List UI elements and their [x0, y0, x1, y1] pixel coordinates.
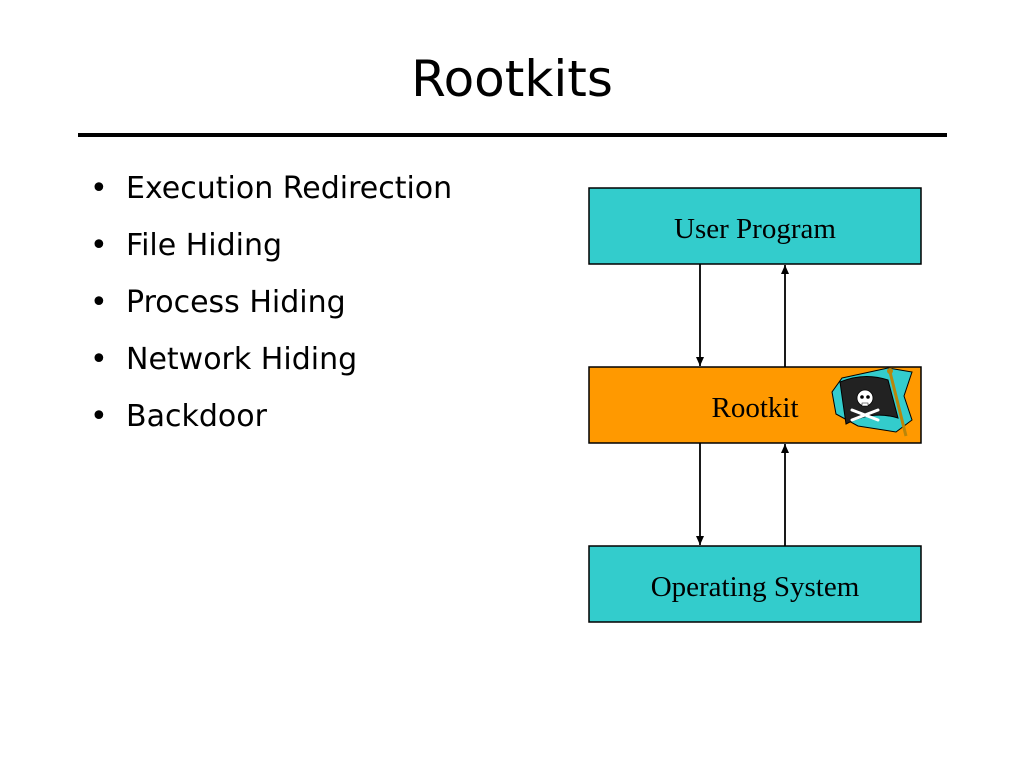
operating-system-box: Operating System — [588, 545, 922, 623]
bullet-dot-icon: • — [90, 399, 108, 434]
pirate-flag-icon — [831, 367, 913, 437]
user-program-box: User Program — [588, 187, 922, 265]
bullet-text: Network Hiding — [126, 342, 358, 377]
bullet-text: Process Hiding — [126, 285, 346, 320]
bullet-dot-icon: • — [90, 342, 108, 377]
bullet-dot-icon: • — [90, 171, 108, 206]
bullet-item-backdoor: • Backdoor — [90, 388, 452, 445]
slide-title: Rootkits — [411, 50, 613, 108]
bullet-list: • Execution Redirection • File Hiding • Pro… — [90, 160, 452, 445]
user-program-label: User Program — [674, 213, 836, 245]
operating-system-label: Operating System — [651, 571, 860, 603]
rootkit-label: Rootkit — [711, 392, 798, 424]
bullet-text: Execution Redirection — [126, 171, 453, 206]
bullet-dot-icon: • — [90, 285, 108, 320]
bullet-item-execution-redirection: • Execution Redirection — [90, 160, 452, 217]
bullet-text: File Hiding — [126, 228, 283, 263]
bullet-item-process-hiding: • Process Hiding — [90, 274, 452, 331]
bullet-item-file-hiding: • File Hiding — [90, 217, 452, 274]
bullet-dot-icon: • — [90, 228, 108, 263]
user-program-rect — [588, 187, 922, 265]
operating-system-rect — [588, 545, 922, 623]
bullet-item-network-hiding: • Network Hiding — [90, 331, 452, 388]
bullet-text: Backdoor — [126, 399, 267, 434]
title-divider — [78, 133, 947, 137]
rootkit-box: Rootkit — [588, 366, 922, 444]
